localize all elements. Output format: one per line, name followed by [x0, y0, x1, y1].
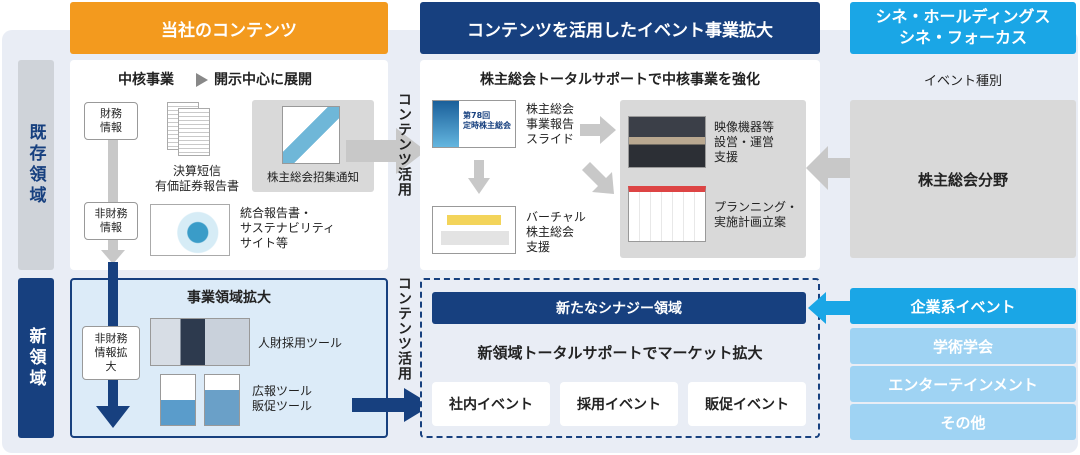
integrated-label-line2: サステナビリティ	[240, 221, 336, 235]
triangle-right-icon	[196, 73, 208, 87]
venue-photo-image	[628, 116, 706, 168]
planning-sheet-image	[628, 186, 706, 242]
side-label-new: 新領域	[18, 278, 54, 438]
kessan-label: 決算短信 有価証券報告書	[152, 164, 242, 194]
header-cine-line1: シネ・ホールディングス	[875, 7, 1051, 27]
agm-slide-thumb-line2: 定時株主総会	[463, 120, 511, 130]
non-financial-tag-label: 非財務情報	[94, 206, 128, 234]
non-financial-tag: 非財務情報	[84, 202, 138, 240]
video-support-label-line2: 設営・運営	[714, 135, 775, 149]
planning-label-line1: プランニング・	[714, 200, 799, 214]
agm-field-box: 株主総会分野	[850, 100, 1076, 258]
agm-support-title: 株主総会トータルサポートで中核事業を強化	[480, 72, 760, 88]
agm-slide-label-line1: 株主総会	[526, 102, 575, 116]
arrow-down-grey-icon-2	[468, 160, 490, 194]
entertainment-box: エンターテインメント	[850, 366, 1076, 402]
integrated-label: 統合報告書・ サステナビリティ サイト等	[240, 206, 335, 251]
agm-slide-label-line3: スライド	[526, 132, 575, 146]
arrow-down-navy-icon	[96, 406, 130, 428]
corporate-event-box: 企業系イベント	[850, 288, 1076, 324]
pr-tool-label: 広報ツール 販促ツール	[252, 384, 312, 414]
virtual-agm-label-line2: 株主総会	[526, 225, 575, 239]
video-support-label-line1: 映像機器等	[714, 120, 775, 134]
planning-label-line2: 実施計画立案	[714, 215, 787, 229]
business-expansion-title: 事業領域拡大	[187, 290, 271, 306]
kessan-label-line2: 有価証券報告書	[154, 179, 239, 193]
agm-slide-thumb-text: 第78回 定時株主総会	[463, 111, 511, 130]
pr-tool-label-line2: 販促ツール	[252, 399, 313, 413]
flow-line-grey	[108, 132, 118, 252]
recruit-event-box: 採用イベント	[560, 382, 678, 426]
planning-label: プランニング・ 実施計画立案	[714, 200, 798, 230]
side-label-existing: 既存領域	[18, 60, 54, 270]
virtual-agm-label: バーチャル 株主総会 支援	[526, 210, 586, 255]
kessan-label-line1: 決算短信	[172, 164, 221, 178]
disclosure-title: 開示中心に展開	[214, 72, 312, 88]
arrow-right-grey-icon	[346, 128, 426, 174]
pr-tool-label-line1: 広報ツール	[252, 384, 313, 398]
arrow-down-grey-icon	[101, 250, 125, 264]
header-cine-line2: シネ・フォーカス	[898, 28, 1027, 47]
integrated-label-line1: 統合報告書・	[240, 206, 313, 220]
non-financial-expand-tag: 非財務情報拡大	[82, 326, 140, 380]
virtual-agm-label-line1: バーチャル	[526, 210, 586, 224]
virtual-agm-label-line3: 支援	[526, 240, 551, 254]
financial-tag: 財務情報	[84, 102, 138, 140]
contents-use-label-top: コンテンツ活用	[396, 92, 412, 197]
arrow-right-navy-icon	[352, 388, 432, 422]
video-support-label-line3: 支援	[714, 150, 739, 164]
integrated-report-image	[150, 204, 230, 256]
agm-slide-label: 株主総会 事業報告 スライド	[526, 102, 574, 147]
recruit-photo-image	[150, 318, 250, 366]
internal-event-box: 社内イベント	[432, 382, 550, 426]
arrow-left-cyan-icon	[808, 292, 852, 324]
agm-slide-label-line2: 事業報告	[526, 117, 575, 131]
integrated-label-line3: サイト等	[240, 236, 289, 250]
non-financial-expand-label: 非財務情報拡大	[94, 331, 128, 374]
recruit-tool-label: 人財採用ツール	[258, 336, 343, 350]
header-own-contents: 当社のコンテンツ	[70, 2, 388, 54]
pr-brochure-image-2	[204, 374, 240, 426]
other-box: その他	[850, 404, 1076, 440]
agm-slide-thumb-line1: 第78回	[463, 111, 491, 120]
video-support-label: 映像機器等 設営・運営 支援	[714, 120, 774, 165]
header-event-expansion: コンテンツを活用したイベント事業拡大	[420, 2, 820, 54]
securities-report-image	[178, 108, 210, 156]
arrow-right-grey-icon-2	[580, 116, 616, 144]
pr-brochure-image-1	[160, 374, 196, 426]
notice-booklet-image	[282, 106, 340, 164]
arrow-diagonal-grey-icon	[582, 162, 614, 194]
promo-event-box: 販促イベント	[688, 382, 806, 426]
synergy-label: 新たなシナジー領域	[432, 292, 806, 324]
header-cine: シネ・ホールディングス シネ・フォーカス	[850, 2, 1076, 54]
core-business-title: 中核事業	[118, 72, 174, 88]
contents-use-label-bottom: コンテンツ活用	[396, 276, 412, 381]
agm-slide-image: 第78回 定時株主総会	[432, 100, 516, 148]
financial-tag-label: 財務情報	[100, 106, 122, 134]
notice-label: 株主総会招集通知	[267, 170, 359, 184]
event-type-label: イベント種別	[923, 74, 1002, 89]
academic-conference-box: 学術学会	[850, 328, 1076, 364]
new-market-title: 新領域トータルサポートでマーケット拡大	[477, 344, 763, 362]
virtual-agm-image	[432, 206, 516, 254]
arrow-left-grey-icon	[806, 146, 852, 190]
